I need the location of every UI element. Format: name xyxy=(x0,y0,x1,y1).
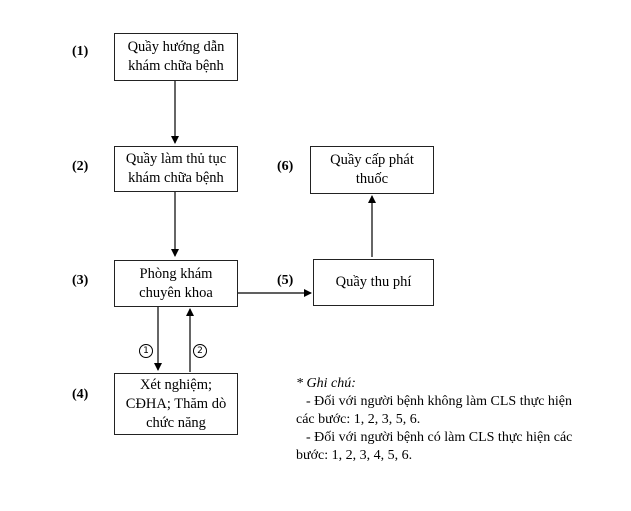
box-pharmacy: Quầy cấp phát thuốc xyxy=(310,146,434,194)
box-reception-guide-line-2: khám chữa bệnh xyxy=(128,58,224,74)
note-line-1: - Đối với người bệnh không làm CLS thực … xyxy=(306,394,573,409)
note-line-4: bước: 1, 2, 3, 4, 5, 6. xyxy=(296,448,413,463)
box-specialist-clinic-line-2: chuyên khoa xyxy=(139,284,213,301)
box-tests-imaging: Xét nghiệm; CĐHA; Thăm dò chức năng xyxy=(114,373,238,435)
box-tests-imaging-line-1: Xét nghiệm; xyxy=(139,376,213,393)
circled-number-1: 1 xyxy=(139,344,153,358)
box-pharmacy-line-2: thuốc xyxy=(355,171,389,187)
step-4-label: (4) xyxy=(72,387,89,402)
step-5-label: (5) xyxy=(277,273,294,288)
note-title: * Ghi chú: xyxy=(296,376,356,391)
step-2-label: (2) xyxy=(72,159,89,174)
step-3-label: (3) xyxy=(72,273,89,288)
box-pharmacy-line-1: Quầy cấp phát xyxy=(330,152,414,168)
box-registration-line-1: Quầy làm thủ tục xyxy=(125,151,227,167)
box-reception-guide: Quầy hướng dẫn khám chữa bệnh xyxy=(114,33,238,81)
box-specialist-clinic-line-1: Phòng khám xyxy=(139,265,213,282)
step-6-label: (6) xyxy=(277,159,294,174)
step-1-label: (1) xyxy=(72,44,89,59)
note-line-3: - Đối với người bệnh có làm CLS thực hiệ… xyxy=(306,430,573,445)
box-tests-imaging-line-2: CĐHA; Thăm dò xyxy=(125,395,227,412)
note-line-2: các bước: 1, 2, 3, 5, 6. xyxy=(296,412,421,427)
box-registration-line-2: khám chữa bệnh xyxy=(128,170,224,186)
note-block: * Ghi chú: - Đối với người bệnh không là… xyxy=(296,375,596,465)
box-payment-line-1: Quầy thu phí xyxy=(335,274,412,290)
box-specialist-clinic: Phòng khám chuyên khoa xyxy=(114,260,238,307)
box-payment: Quầy thu phí xyxy=(313,259,434,306)
box-registration: Quầy làm thủ tục khám chữa bệnh xyxy=(114,146,238,192)
box-reception-guide-line-1: Quầy hướng dẫn xyxy=(127,39,225,55)
circled-number-2: 2 xyxy=(193,344,207,358)
box-tests-imaging-line-3: chức năng xyxy=(146,414,206,431)
